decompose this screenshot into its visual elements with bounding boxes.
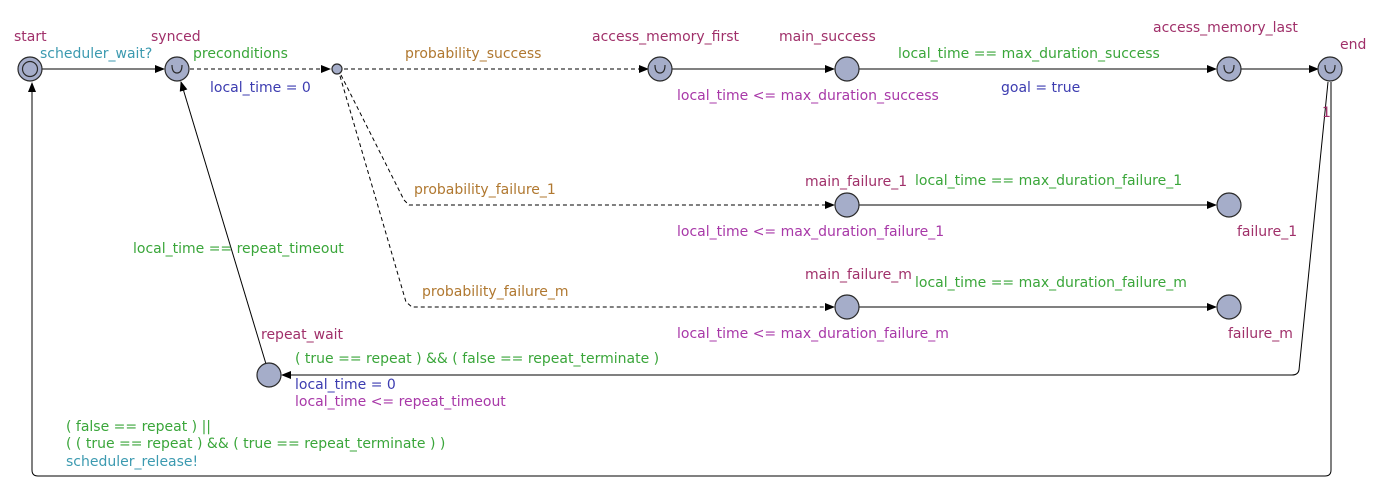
- state-label-main-failure-m: main_failure_m: [805, 267, 912, 283]
- state-label-failure-1: failure_1: [1237, 224, 1297, 240]
- state-access-memory-last[interactable]: [1216, 56, 1242, 82]
- state-label-main-success: main_success: [779, 29, 876, 45]
- guard-label-preconditions: preconditions: [193, 46, 288, 62]
- state-label-start: start: [14, 29, 47, 45]
- update-label-goal: goal = true: [1001, 80, 1080, 96]
- state-end[interactable]: [1317, 56, 1343, 82]
- invariant-repeat-wait: local_time <= repeat_timeout: [295, 394, 506, 410]
- edge-end-repeat-wait[interactable]: [281, 81, 1329, 379]
- state-access-memory-first[interactable]: [647, 56, 673, 82]
- state-label-failure-m: failure_m: [1228, 326, 1293, 342]
- guard-label-max-duration-failure-1: local_time == max_duration_failure_1: [915, 173, 1182, 189]
- guard-label-repeat-timeout: local_time == repeat_timeout: [133, 241, 344, 257]
- invariant-main-success: local_time <= max_duration_success: [677, 88, 939, 104]
- state-main-success[interactable]: [834, 56, 860, 82]
- state-label-synced: synced: [151, 29, 201, 45]
- state-label-main-failure-1: main_failure_1: [805, 174, 907, 190]
- state-label-repeat-wait: repeat_wait: [261, 327, 344, 343]
- state-synced[interactable]: [164, 56, 190, 82]
- edge-end-start[interactable]: [28, 82, 1332, 477]
- state-failure-m[interactable]: [1216, 294, 1242, 320]
- guard-label-release-line-1: ( false == repeat ) ||: [66, 419, 211, 435]
- guard-label-max-duration-success: local_time == max_duration_success: [898, 46, 1160, 62]
- sync-label-scheduler-wait: scheduler_wait?: [40, 46, 152, 62]
- urgent-marker-icon: [1223, 64, 1235, 74]
- state-label-access-memory-last: access_memory_last: [1153, 20, 1298, 36]
- sync-label-scheduler-release: scheduler_release!: [66, 454, 198, 470]
- urgent-marker-icon: [1324, 64, 1336, 74]
- probability-label-failure-1: probability_failure_1: [414, 182, 556, 198]
- probability-label-failure-m: probability_failure_m: [422, 284, 569, 300]
- state-main-failure-m[interactable]: [834, 294, 860, 320]
- edge-repeat-wait-synced[interactable]: [179, 81, 267, 365]
- state-label-end: end: [1340, 37, 1366, 53]
- update-label-local-time-reset: local_time = 0: [210, 80, 311, 96]
- guard-label-release-line-2: ( ( true == repeat ) && ( true == repeat…: [66, 436, 445, 452]
- state-repeat-wait[interactable]: [256, 362, 282, 388]
- invariant-main-failure-1: local_time <= max_duration_failure_1: [677, 224, 944, 240]
- update-label-repeat-reset: local_time = 0: [295, 377, 396, 393]
- probability-label-success: probability_success: [405, 46, 541, 62]
- state-failure-1[interactable]: [1216, 192, 1242, 218]
- state-main-failure-1[interactable]: [834, 192, 860, 218]
- urgent-marker-icon: [171, 64, 183, 74]
- guard-label-max-duration-failure-m: local_time == max_duration_failure_m: [915, 275, 1187, 291]
- urgent-marker-icon: [654, 64, 666, 74]
- edge-branch-main-failure-1[interactable]: [340, 74, 835, 209]
- guard-label-repeat: ( true == repeat ) && ( false == repeat_…: [295, 351, 659, 367]
- edge-branch-main-failure-m[interactable]: [339, 75, 835, 311]
- state-start[interactable]: [17, 56, 43, 82]
- edge-weight-label: 1: [1322, 105, 1331, 121]
- branch-point[interactable]: [331, 63, 343, 75]
- state-label-access-memory-first: access_memory_first: [592, 29, 740, 45]
- invariant-main-failure-m: local_time <= max_duration_failure_m: [677, 326, 949, 342]
